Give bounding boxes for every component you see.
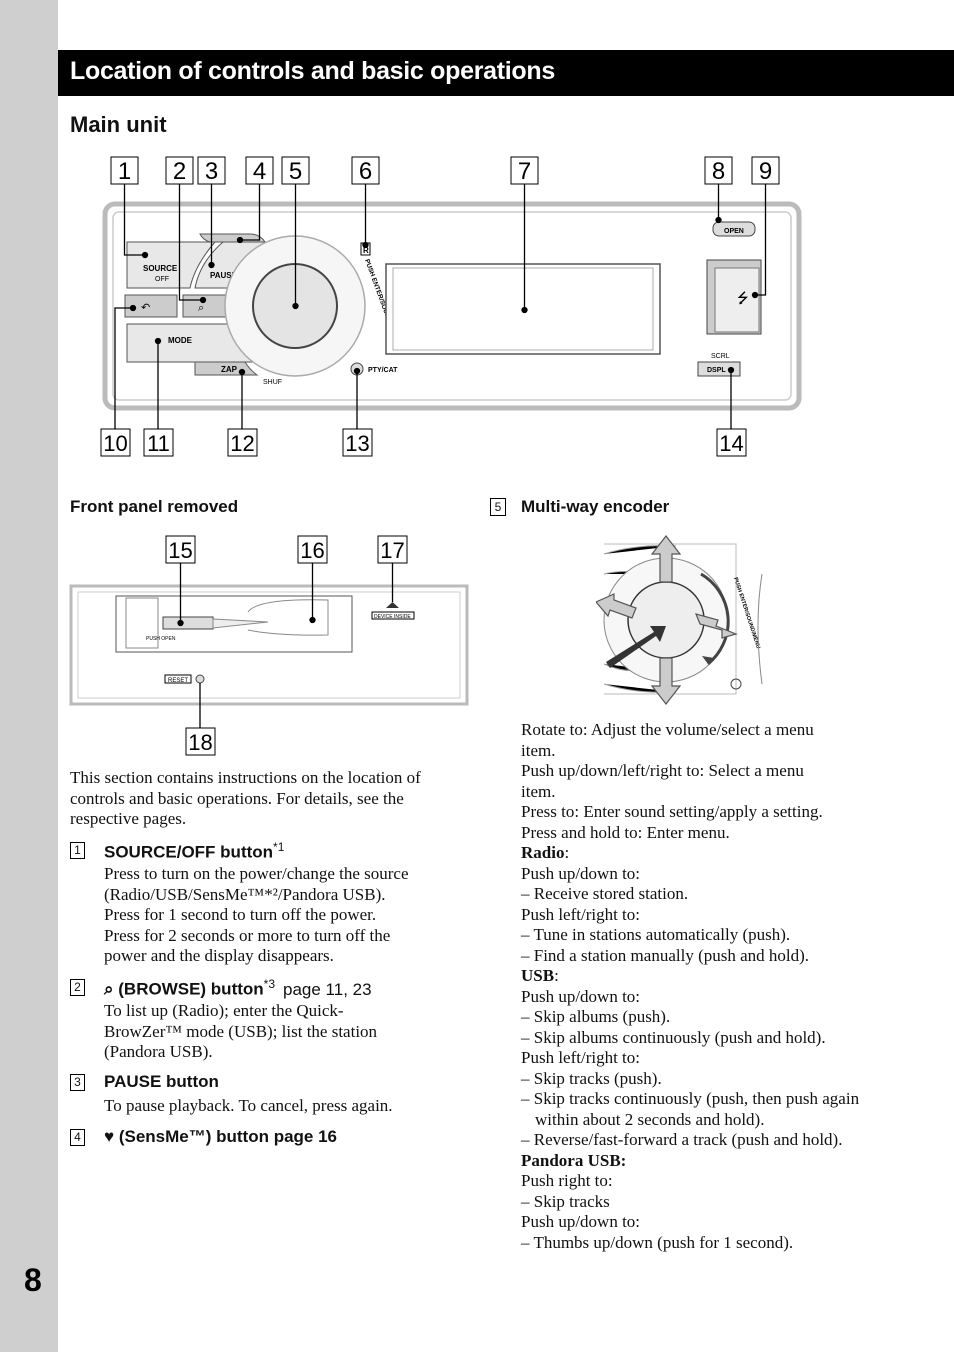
callout-16: 16 (297, 535, 328, 564)
pty-cat-label: PTY/CAT (368, 367, 398, 374)
callout-9: 9 (751, 156, 780, 185)
item-body: Press to turn on the power/change the so… (104, 864, 409, 965)
item-body: To pause playback. To cancel, press agai… (104, 1096, 393, 1115)
svg-text:7: 7 (518, 158, 531, 185)
callout-6: 6 (351, 156, 380, 185)
page-number: 8 (24, 1262, 42, 1298)
callout-18: 18 (185, 727, 216, 756)
sensme-icon: ♥ (104, 1127, 119, 1146)
callout-12: 12 (227, 428, 258, 457)
svg-text:4: 4 (253, 158, 266, 185)
callout-5: 5 (281, 156, 310, 185)
callout-4: 4 (245, 156, 274, 185)
svg-text:15: 15 (168, 538, 192, 563)
svg-text:5: 5 (289, 158, 302, 185)
svg-text:2: 2 (173, 158, 186, 185)
subheading: Main unit (70, 112, 167, 137)
item-index: 3 (70, 1074, 85, 1091)
callout-1: 1 (110, 156, 139, 185)
callout-3: 3 (197, 156, 226, 185)
r-mark-label: R (363, 246, 369, 255)
device-inside-label: DEVICE INSIDE (374, 614, 411, 620)
section-title-bar: Location of controls and basic operation… (58, 50, 954, 96)
usb-icon: ⭍ (737, 290, 749, 306)
pause-label: PAUSE (210, 271, 238, 280)
item-index: 2 (70, 979, 85, 996)
item-body: To list up (Radio); enter the Quick- Bro… (104, 1001, 378, 1061)
dspl-label: DSPL (707, 367, 726, 374)
front-panel-removed-diagram: 15 16 17 PUSH OPEN DEVICE INSIDE RESET 1… (69, 535, 469, 756)
svg-text:1: 1 (118, 158, 131, 185)
main-unit-diagram: 1 2 3 4 5 6 7 8 9 SOURCE OFF PAUSE ↶ ⌕ M… (100, 156, 802, 457)
item-index: 4 (70, 1129, 85, 1146)
mode-label: MODE (168, 336, 193, 345)
callout-7: 7 (510, 156, 539, 185)
svg-text:8: 8 (712, 158, 725, 185)
browse-icon: ⌕ (198, 302, 204, 314)
svg-text:3: 3 (205, 158, 218, 185)
sensme-button-shape (199, 233, 266, 243)
shuf-label: SHUF (263, 379, 282, 386)
encoder-heading: Multi-way encoder (521, 497, 670, 516)
callout-15: 15 (165, 535, 196, 564)
off-label: OFF (155, 276, 169, 283)
callout-17: 17 (377, 535, 408, 564)
svg-text:12: 12 (230, 431, 254, 456)
open-button-shape (712, 221, 756, 237)
callout-13: 13 (342, 428, 373, 457)
source-label: SOURCE (143, 264, 178, 273)
intro-paragraph: This section contains instructions on th… (70, 768, 421, 828)
browse-icon: ⌕ (104, 979, 119, 999)
item-index: 1 (70, 842, 85, 859)
zap-label: ZAP (221, 365, 238, 374)
encoder-arrows (596, 535, 738, 705)
callout-11: 11 (143, 428, 174, 457)
page-sidebar (0, 0, 58, 1352)
item-title: PAUSE button (104, 1072, 219, 1091)
back-button-shape (124, 294, 178, 318)
svg-text:11: 11 (147, 431, 170, 456)
encoder-index-box: 5 (490, 498, 506, 516)
callout-10: 10 (100, 428, 131, 457)
reset-button (195, 674, 205, 684)
push-arrow (606, 626, 666, 668)
callout-8: 8 (704, 156, 733, 185)
front-panel-removed-heading: Front panel removed (70, 497, 239, 516)
back-icon: ↶ (141, 302, 150, 314)
svg-text:14: 14 (719, 431, 743, 456)
svg-text:9: 9 (759, 158, 772, 185)
svg-text:16: 16 (300, 538, 324, 563)
callout-2: 2 (165, 156, 194, 185)
push-open-label: PUSH OPEN (146, 636, 176, 642)
item-title: SOURCE/OFF button*1 (104, 840, 285, 862)
scrl-label: SCRL (711, 353, 730, 360)
callout-14: 14 (716, 428, 747, 457)
open-label: OPEN (724, 228, 744, 235)
reset-label: RESET (168, 678, 188, 684)
encoder-description: Rotate to: Adjust the volume/select a me… (521, 720, 860, 1252)
svg-text:17: 17 (380, 538, 404, 563)
svg-text:6: 6 (359, 158, 372, 185)
leader-lines (114, 184, 767, 429)
encoder-diagram: PUSH ENTER/SOUND/MENU (596, 535, 763, 705)
svg-text:13: 13 (345, 431, 369, 456)
svg-text:10: 10 (103, 431, 127, 456)
section-title: Location of controls and basic operation… (70, 57, 555, 85)
source-off-button-shape (126, 241, 217, 289)
svg-text:18: 18 (188, 730, 212, 755)
item-title: ♥ (SensMe™) button page 16 (104, 1127, 338, 1146)
